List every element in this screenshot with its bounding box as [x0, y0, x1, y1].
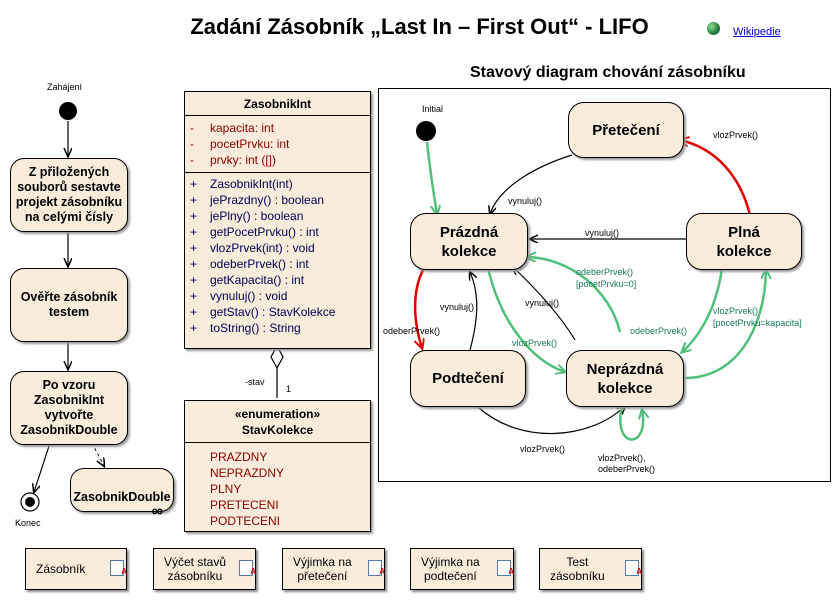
transition-label: vynuluj()	[525, 298, 560, 308]
operation-row: +ZasobnikInt(int)	[190, 177, 293, 191]
document-icon	[110, 560, 127, 579]
operation-row: +jePlny() : boolean	[190, 209, 304, 223]
transition-guard: [pocetPrvku=kapacita]	[713, 318, 802, 328]
enum-value: PRAZDNY	[210, 450, 268, 464]
end-label: Konec	[15, 518, 41, 528]
document-label: Výjimka na přetečení	[293, 555, 352, 583]
association-role: -stav	[245, 377, 265, 387]
wikipedia-link[interactable]: Wikipedie	[733, 26, 781, 38]
transition-label: vynuluj()	[508, 196, 543, 206]
transition-label: vynuluj()	[440, 302, 475, 312]
enum-stereotype: «enumeration»	[234, 407, 321, 421]
enum-value: NEPRAZDNY	[210, 466, 285, 480]
document-label: Zásobník	[36, 562, 86, 576]
operation-row: +getKapacita() : int	[190, 273, 305, 287]
transition-label: vlozPrvek()	[713, 306, 759, 316]
activity-test-stack[interactable]: Ověřte zásobník testem	[10, 268, 128, 342]
attribute-row: -prvky: int ([])	[190, 153, 277, 167]
activity-start-node	[59, 102, 77, 120]
enum-value: PODTECENI	[210, 514, 281, 528]
globe-icon[interactable]	[707, 22, 720, 35]
transition-label: vlozPrvek()	[713, 130, 759, 140]
attribute-row: -kapacita: int	[190, 121, 275, 135]
document-icon	[497, 560, 514, 579]
document-vyjimka-preteceni[interactable]: Výjimka na přetečení	[282, 548, 385, 590]
document-test-zasobniku[interactable]: Test zásobníku	[539, 548, 642, 590]
enum-value: PLNY	[210, 482, 242, 496]
operation-row: +odeberPrvek() : int	[190, 257, 309, 271]
enum-header: «enumeration» StavKolekce	[185, 401, 370, 443]
association-multiplicity: 1	[286, 384, 292, 394]
state-preteceni[interactable]: Přetečení	[568, 102, 684, 158]
transition-label: vlozPrvek()	[520, 444, 566, 454]
operation-row: +getStav() : StavKolekce	[190, 305, 336, 319]
operation-row: +vynuluj() : void	[190, 289, 288, 303]
activity-create-double[interactable]: Po vzoru ZasobnikInt vytvořte ZasobnikDo…	[10, 371, 128, 445]
document-icon	[368, 560, 385, 579]
document-label: Test zásobníku	[550, 555, 605, 583]
document-icon	[239, 560, 256, 579]
transition-label: odeberPrvek()	[598, 464, 656, 474]
document-label: Výjimka na podtečení	[421, 555, 480, 583]
attribute-row: -pocetPrvku: int	[190, 137, 290, 151]
enum-values: PRAZDNY NEPRAZDNY PLNY PRETECENI PODTECE…	[185, 443, 370, 529]
state-podteceni[interactable]: Podtečení	[410, 350, 526, 407]
document-label: Výčet stavů zásobníku	[164, 555, 227, 583]
operation-row: +jePrazdny() : boolean	[190, 193, 325, 207]
transition-label: odeberPrvek()	[383, 326, 441, 336]
operation-row: +toString() : String	[190, 321, 301, 335]
transition-label: vlozPrvek()	[512, 338, 558, 348]
page-title: Zadání Zásobník „Last In – First Out“ - …	[190, 14, 649, 39]
rake-icon: ∞	[151, 503, 163, 520]
operation-row: +getPocetPrvku() : int	[190, 225, 319, 239]
transition-label: vynuluj()	[585, 228, 620, 238]
document-icon	[625, 560, 642, 579]
start-label: Zahájení	[47, 82, 83, 92]
subactivity-zasobnik-double[interactable]: ZasobnikDouble ∞	[70, 468, 174, 520]
document-vyjimka-podteceni[interactable]: Výjimka na podtečení	[410, 548, 514, 590]
class-zasobnik-int[interactable]: ZasobnikInt -kapacita: int -pocetPrvku: …	[184, 91, 371, 349]
state-initial-node	[416, 121, 436, 141]
operation-row: +vlozPrvek(int) : void	[190, 241, 315, 255]
state-diagram-title: Stavový diagram chování zásobníku	[470, 64, 746, 81]
class-operations: +ZasobnikInt(int) +jePrazdny() : boolean…	[185, 173, 370, 339]
subactivity-label: ZasobnikDouble	[73, 490, 171, 504]
transition-label: odeberPrvek()	[630, 326, 688, 336]
enum-value: PRETECENI	[210, 498, 279, 512]
class-name: ZasobnikInt	[185, 92, 370, 116]
initial-label: Initial	[422, 104, 444, 114]
state-plna-kolekce[interactable]: Plná kolekce	[686, 213, 802, 270]
class-attributes: -kapacita: int -pocetPrvku: int -prvky: …	[185, 116, 370, 173]
state-neprazdna-kolekce[interactable]: Neprázdná kolekce	[566, 350, 684, 407]
enum-name: StavKolekce	[241, 423, 314, 437]
state-prazdna-kolekce[interactable]: Prázdná kolekce	[410, 213, 528, 270]
document-vycet-stavu[interactable]: Výčet stavů zásobníku	[153, 548, 256, 590]
document-zasobnik[interactable]: Zásobník	[25, 548, 127, 590]
transition-guard: [pocetPrvku=0]	[576, 279, 637, 289]
transition-label: odeberPrvek()	[576, 267, 634, 277]
enum-stav-kolekce[interactable]: «enumeration» StavKolekce PRAZDNY NEPRAZ…	[184, 400, 371, 532]
activity-build-project[interactable]: Z přiložených souborů sestavte projekt z…	[10, 158, 128, 232]
composition-diamond	[270, 344, 284, 370]
transition-label: vlozPrvek(),	[598, 453, 646, 463]
